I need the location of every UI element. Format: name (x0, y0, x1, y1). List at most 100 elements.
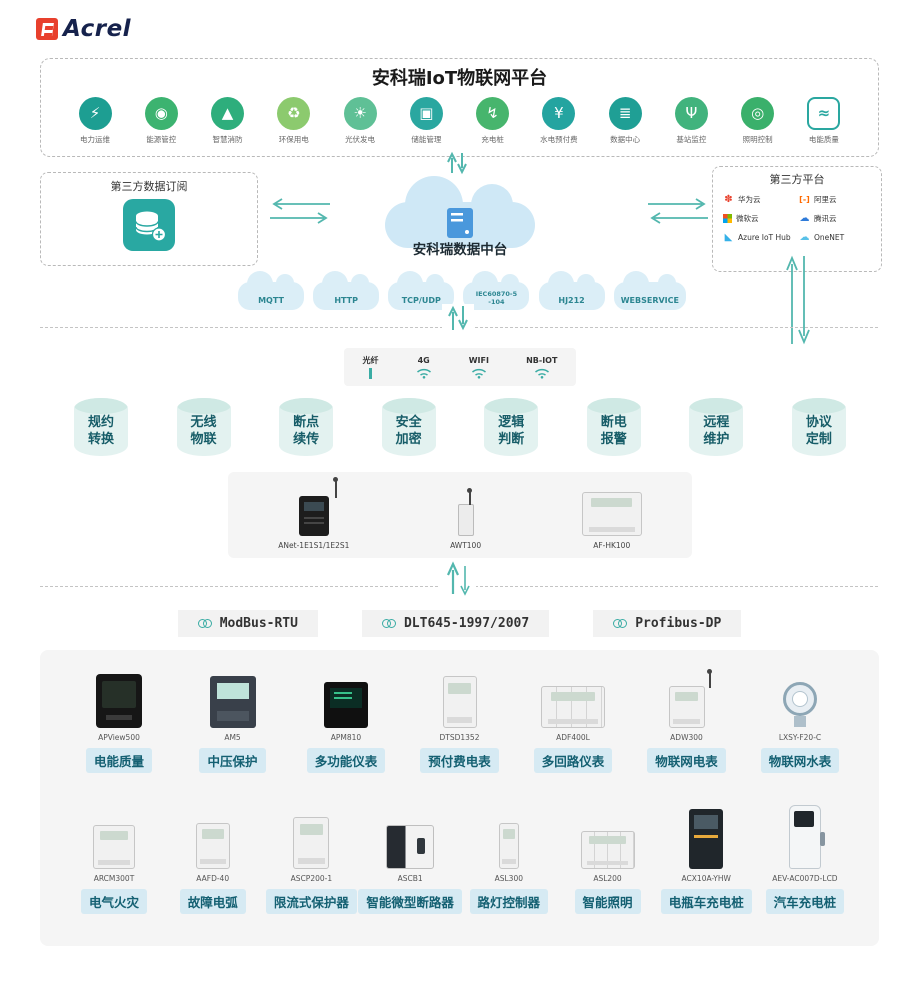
feature-protocol-conversion: 规约转换 (74, 398, 128, 456)
product-category-chip: 限流式保护器 (265, 889, 357, 914)
platform-box: 安科瑞IoT物联网平台 ⚡ 电力运维 ◉ 能源管控 ▲ 智慧消防 ♻ 环保用电 … (40, 58, 879, 157)
product-category-chip: 电能质量 (85, 748, 152, 773)
app-base-station: Ψ 基站监控 (661, 97, 721, 145)
app-energy-storage: ▣ 储能管理 (396, 97, 456, 145)
feature-custom-protocol: 协议定制 (791, 398, 846, 456)
app-label: 智慧消防 (212, 135, 243, 144)
asl200-image (580, 831, 635, 869)
arcm300t-image (93, 825, 135, 869)
app-label: 光伏发电 (345, 135, 376, 144)
link-icon (613, 619, 628, 628)
third-party-platform-box: 第三方平台 ✽ 华为云 [-] 阿里云 微软云 ☁ 腾讯云 ◣ Azure Io… (712, 166, 882, 272)
protocol-label: HTTP (334, 296, 358, 305)
product-model: AM5 (224, 733, 241, 742)
exchange-arrows-right-icon (648, 198, 708, 224)
app-label: 基站监控 (676, 135, 707, 144)
feature-text: 远程 (703, 415, 730, 430)
link-icon (381, 619, 396, 628)
product-category-chip: 预付费电表 (420, 748, 499, 773)
provider-name: 腾讯云 (814, 214, 837, 223)
protocol-http: HTTP (313, 271, 380, 310)
device-products-box: APView500 电能质量 AM5 中压保护 APM810 多功能仪表 DTS… (40, 650, 879, 946)
app-label: 数据中心 (610, 135, 641, 144)
wifi-icon (471, 368, 486, 379)
product-model: LXSY-F20-C (778, 733, 822, 742)
product-category-chip: 故障电弧 (179, 889, 246, 914)
acrel-logo-text: Acrel (63, 16, 132, 42)
product-model: ACX10A-YHW (681, 874, 731, 883)
exchange-arrows-left-icon (270, 198, 330, 224)
energy-mgmt-icon: ◉ (144, 97, 178, 130)
gateway-products-box: ANet-1E1S1/1E2S1 AWT100 AF-HK100 (228, 472, 692, 558)
charging-pile-icon: ↯ (476, 97, 510, 130)
database-subscribe-icon (123, 199, 175, 251)
provider-tencent-cloud: ☁ 腾讯云 (799, 213, 871, 224)
onenet-icon: ☁ (799, 231, 810, 243)
server-icon (445, 206, 475, 244)
field-protocols-row: ModBus-RTU DLT645-1997/2007 Profibus-DP (0, 610, 919, 637)
app-pv-generation: ☀ 光伏发电 (330, 97, 390, 145)
provider-ali-cloud: [-] 阿里云 (799, 194, 871, 205)
protocol-chip-modbus: ModBus-RTU (177, 610, 318, 637)
gateway-model: AWT100 (450, 541, 482, 550)
app-label: 水电预付费 (540, 135, 578, 144)
lighting-control-icon: ◎ (741, 97, 775, 130)
ascp200-image (293, 817, 330, 869)
protocol-webservice: WEBSERVICE (613, 271, 686, 310)
product-category-chip: 电瓶车充电桩 (660, 889, 752, 914)
gateway-model: AF-HK100 (593, 541, 631, 550)
third-party-platform-title: 第三方平台 (769, 173, 825, 186)
app-label: 照明控制 (742, 135, 773, 144)
product-acx10a: ACX10A-YHW 电瓶车充电桩 (660, 807, 752, 914)
device-row-1: APView500 电能质量 AM5 中压保护 APM810 多功能仪表 DTS… (40, 666, 879, 773)
apview500-image (96, 674, 142, 728)
app-eco-power: ♻ 环保用电 (264, 97, 324, 145)
product-category-chip: 多功能仪表 (306, 748, 386, 773)
provider-huawei-cloud: ✽ 华为云 (723, 194, 795, 205)
water-meter-image (783, 682, 817, 716)
fiber-icon (369, 368, 372, 379)
data-center-icon: ≣ (608, 97, 642, 130)
gateway-model: ANet-1E1S1/1E2S1 (278, 541, 350, 550)
product-category-chip: 物联网水表 (760, 748, 840, 773)
feature-text: 定制 (805, 432, 832, 447)
acx10a-image (689, 809, 724, 869)
feature-power-loss-alarm: 断电报警 (586, 398, 641, 456)
protocol-label: IEC60870-5-104 (475, 289, 518, 306)
provider-name: 微软云 (736, 214, 759, 223)
network-label: 光纤 (362, 356, 379, 365)
app-charging-pile: ↯ 充电桩 (463, 97, 523, 145)
feature-text: 安全 (395, 415, 422, 430)
afhk100-image (581, 492, 642, 536)
product-model: ADF400L (556, 733, 590, 742)
network-label: NB-IOT (526, 355, 558, 365)
feature-text: 维护 (703, 432, 730, 447)
product-category-chip: 多回路仪表 (533, 748, 613, 773)
network-label: 4G (417, 355, 430, 365)
link-icon (197, 619, 212, 628)
product-model: ARCM300T (93, 874, 135, 883)
feature-text: 报警 (600, 432, 627, 447)
gateway-anet: ANet-1E1S1/1E2S1 (278, 477, 350, 550)
gateway-afhk100: AF-HK100 (581, 490, 642, 550)
protocol-label: TCP/UDP (401, 296, 441, 305)
feature-logic-judgement: 逻辑判断 (484, 398, 539, 456)
product-ascp200: ASCP200-1 限流式保护器 (265, 807, 357, 914)
network-wifi: WIFI (469, 356, 489, 379)
feature-text: 规约 (87, 415, 114, 430)
updown-arrow-icon (442, 304, 474, 332)
provider-name: 阿里云 (814, 195, 837, 204)
eco-power-icon: ♻ (277, 97, 311, 130)
product-model: APView500 (98, 733, 140, 742)
updown-arrow-icon (440, 560, 476, 596)
app-power-ops: ⚡ 电力运维 (65, 97, 125, 145)
protocol-label: MQTT (258, 296, 284, 305)
provider-grid: ✽ 华为云 [-] 阿里云 微软云 ☁ 腾讯云 ◣ Azure IoT Hub … (713, 187, 881, 243)
adw300-image (668, 669, 712, 728)
acrel-logo: Acrel (36, 16, 131, 42)
huawei-cloud-icon: ✽ (724, 193, 733, 205)
product-category-chip: 路灯控制器 (469, 889, 549, 914)
feature-wireless-iot: 无线物联 (176, 398, 231, 456)
azure-iot-hub-icon: ◣ (724, 231, 733, 243)
product-model: AEV-AC007D-LCD (772, 874, 838, 883)
